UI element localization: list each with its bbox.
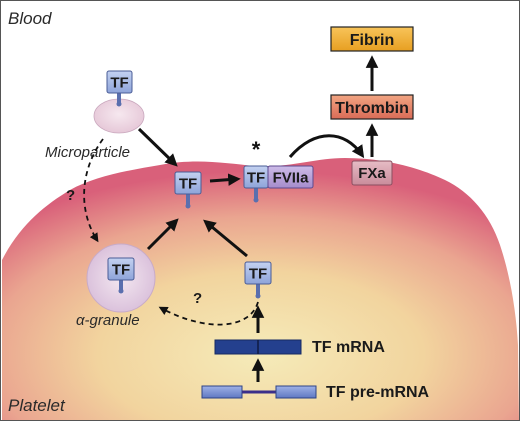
thrombin-box: Thrombin — [330, 94, 414, 120]
thrombin-label: Thrombin — [335, 100, 409, 117]
question-mark-1: ? — [66, 187, 75, 204]
arrow-microparticle-to-surface — [137, 127, 178, 167]
alpha-granule-label: α-granule — [76, 312, 140, 329]
fibrin-box: Fibrin — [330, 26, 414, 52]
fxa-label: FXa — [358, 165, 386, 182]
tf-pre-mrna-label: TF pre-mRNA — [326, 384, 430, 401]
arrow-complex-to-fxa — [288, 134, 365, 159]
dashed-arrows — [83, 138, 259, 326]
platelet-body — [2, 158, 519, 420]
asterisk-marker: * — [252, 137, 261, 162]
tf-molecule-granule: TF — [107, 257, 135, 294]
tf-label: TF — [179, 176, 197, 193]
solid-arrows — [137, 55, 379, 382]
tf-label: TF — [249, 266, 267, 283]
tf-label: TF — [110, 75, 128, 92]
fviia-label: FVIIa — [273, 170, 310, 187]
blood-label: Blood — [8, 9, 52, 28]
arrow-surface-to-complex — [209, 173, 241, 186]
tf-molecule-cytoplasmic: TF — [244, 261, 272, 299]
tf-molecule-surface: TF — [174, 171, 202, 209]
tf-molecule-microparticle: TF — [106, 70, 133, 107]
question-mark-2: ? — [193, 290, 202, 307]
tf-pre-mrna — [201, 385, 317, 399]
arrow-cytoplasmic-to-surface — [203, 219, 248, 258]
arrow-microparticle-to-granule — [83, 138, 104, 243]
tf-label: TF — [112, 262, 130, 279]
tf-mrna-label: TF mRNA — [312, 339, 385, 356]
microparticle-label: Microparticle — [45, 144, 130, 161]
tf-label: TF — [247, 170, 265, 187]
tf-fviia-complex: TF FVIIa — [243, 165, 314, 203]
arrow-tf-to-granule — [158, 301, 259, 326]
platelet-label: Platelet — [8, 396, 66, 415]
fibrin-label: Fibrin — [350, 32, 394, 49]
tf-mrna — [214, 339, 302, 355]
arrow-granule-to-surface — [146, 218, 179, 251]
fxa-box: FXa — [351, 160, 393, 186]
